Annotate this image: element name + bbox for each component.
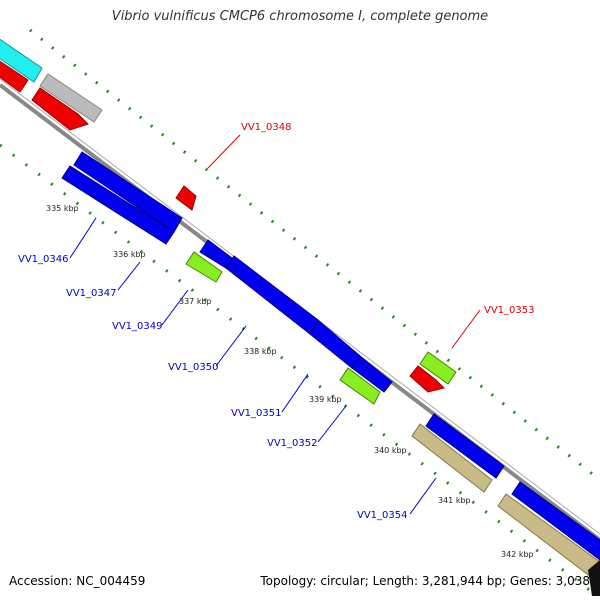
genome-title: Vibrio vulnificus CMCP6 chromosome I, co… — [111, 9, 489, 24]
gene-feature-vv1-0351[interactable] — [351, 355, 393, 393]
gene-label-vv1-0351[interactable]: VV1_0351 — [231, 408, 282, 419]
callout-line-vv1-0348 — [207, 134, 241, 169]
gene-label-vv1-0352[interactable]: VV1_0352 — [267, 438, 318, 449]
callout-line-vv1-0352 — [317, 405, 347, 443]
tick-label-336: 336 kbp — [113, 250, 146, 259]
gene-feature-vv1-0349[interactable] — [185, 251, 223, 283]
tick-label-340: 340 kbp — [374, 446, 407, 455]
callout-line-vv1-0353 — [451, 309, 481, 349]
callout-line-vv1-0346 — [69, 217, 97, 259]
tick-label-342: 342 kbp — [501, 550, 534, 559]
gene-feature-vv1-0347[interactable] — [61, 165, 175, 245]
gene-feature-vv1-0353-green[interactable] — [419, 351, 457, 385]
gene-feature-edge-black — [588, 560, 600, 596]
tick-label-338: 338 kbp — [244, 347, 277, 356]
gene-feature-tan-1[interactable] — [411, 423, 493, 493]
gene-label-vv1-0347[interactable]: VV1_0347 — [66, 288, 117, 299]
gene-feature-vv1-0354[interactable] — [425, 413, 505, 479]
tick-label-337: 337 kbp — [179, 297, 212, 306]
gene-feature-cyan[interactable] — [0, 38, 43, 83]
tick-label-341: 341 kbp — [438, 496, 471, 505]
accession-text: Accession: NC_004459 — [9, 574, 146, 588]
gene-feature-vv1-0350-b[interactable] — [309, 319, 361, 369]
gene-feature-red-left[interactable] — [0, 60, 29, 93]
genome-summary-text: Topology: circular; Length: 3,281,944 bp… — [260, 574, 590, 588]
gene-feature-blue-right[interactable] — [511, 481, 600, 561]
gene-feature-vv1-0346[interactable] — [73, 151, 183, 233]
guide-line-inner — [0, 143, 600, 600]
gene-label-vv1-0353[interactable]: VV1_0353 — [484, 305, 535, 316]
gene-feature-gray[interactable] — [39, 73, 103, 123]
callout-line-vv1-0354 — [409, 477, 437, 515]
gene-feature-vv1-0348[interactable] — [175, 185, 197, 211]
gene-label-vv1-0348[interactable]: VV1_0348 — [241, 122, 292, 133]
tick-label-335: 335 kbp — [46, 204, 79, 213]
callout-line-vv1-0349 — [161, 289, 189, 326]
callout-line-vv1-0350 — [215, 325, 247, 367]
gene-feature-vv1-0350-a[interactable] — [199, 239, 233, 269]
gene-feature-tan-2[interactable] — [497, 493, 600, 585]
callout-line-vv1-0351 — [281, 373, 309, 413]
gene-feature-vv1-0353-red[interactable] — [409, 365, 445, 393]
gene-feature-vv1-0352[interactable] — [339, 367, 381, 405]
gene-label-vv1-0349[interactable]: VV1_0349 — [112, 321, 163, 332]
gene-feature-vv1-0350[interactable] — [225, 255, 319, 335]
gene-feature-red-arrow[interactable] — [31, 87, 89, 131]
gene-label-vv1-0346[interactable]: VV1_0346 — [18, 254, 69, 265]
tick-label-339: 339 kbp — [309, 395, 342, 404]
gene-label-vv1-0354[interactable]: VV1_0354 — [357, 510, 408, 521]
gene-label-vv1-0350[interactable]: VV1_0350 — [168, 362, 219, 373]
callout-line-vv1-0347 — [117, 261, 141, 291]
